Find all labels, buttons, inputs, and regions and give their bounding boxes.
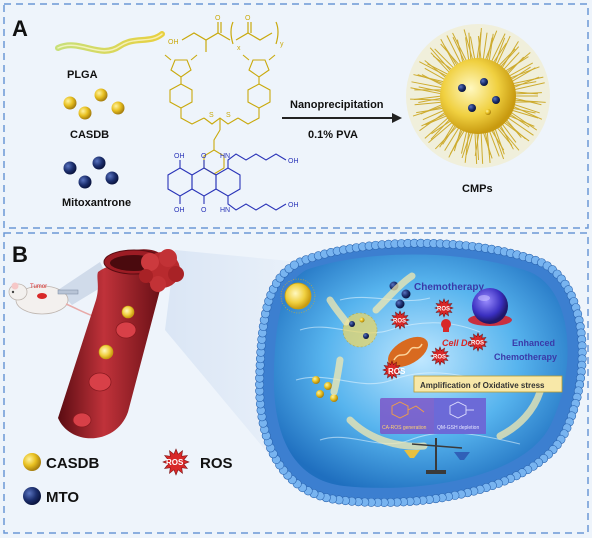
plga-oh-label: OH bbox=[168, 39, 179, 46]
mto-hn1-label: HN bbox=[220, 153, 230, 160]
amplification-label: Amplification of Oxidative stress bbox=[420, 381, 545, 390]
mto-oh2-label: OH bbox=[174, 207, 185, 214]
legend-mto-label: MTO bbox=[46, 489, 79, 506]
mto-o1-label: O bbox=[201, 153, 207, 160]
mto-oh3-label: OH bbox=[288, 158, 299, 165]
material-label-mitoxantrone: Mitoxantrone bbox=[62, 197, 131, 209]
ros-mito-label: ROS bbox=[388, 367, 406, 376]
plga-y-label: y bbox=[280, 41, 284, 48]
panel-b-label: B bbox=[12, 242, 28, 267]
mto-hn2-label: HN bbox=[220, 207, 230, 214]
mto-oh4-label: OH bbox=[288, 202, 299, 209]
process-label-bottom: 0.1% PVA bbox=[308, 129, 358, 141]
legend-mto-icon bbox=[23, 487, 41, 505]
plga-o1-label: O bbox=[215, 15, 221, 22]
product-label-cmps: CMPs bbox=[462, 183, 493, 195]
enhanced-label: Enhanced bbox=[512, 338, 555, 348]
enhanced-chemotherapy-label: Chemotherapy bbox=[494, 352, 557, 362]
panel-a-label: A bbox=[12, 16, 28, 41]
ros-badge-label: ROS bbox=[437, 307, 450, 313]
casdb-s1-label: S bbox=[209, 112, 214, 119]
membrane-bead bbox=[290, 261, 298, 269]
legend-casdb-label: CASDB bbox=[46, 455, 100, 472]
chemotherapy-label: Chemotherapy bbox=[414, 282, 484, 293]
mto-o2-label: O bbox=[201, 207, 207, 214]
mechanism-box: CA-ROS generation QM-GSH depletion bbox=[380, 398, 486, 434]
legend-ros-label: ROS bbox=[200, 455, 233, 472]
ros-badge-label: ROS bbox=[433, 355, 446, 361]
cmp-nanoparticle-icon bbox=[406, 24, 550, 168]
legend-casdb-icon bbox=[23, 453, 41, 471]
material-label-casdb: CASDB bbox=[70, 129, 109, 141]
ros-badge-label: ROS bbox=[393, 319, 406, 325]
qm-gsh-label: QM-GSH depletion bbox=[437, 425, 479, 431]
legend-ros-badge-text: ROS bbox=[166, 458, 184, 467]
mto-oh1-label: OH bbox=[174, 153, 185, 160]
tumor-cell bbox=[255, 239, 586, 507]
tumor-tag: Tumor bbox=[30, 284, 47, 290]
amplification-banner: Amplification of Oxidative stress bbox=[414, 376, 562, 392]
casdb-s2-label: S bbox=[226, 112, 231, 119]
process-label-top: Nanoprecipitation bbox=[290, 99, 384, 111]
material-label-plga: PLGA bbox=[67, 69, 98, 81]
ca-ros-label: CA-ROS generation bbox=[382, 425, 427, 431]
plga-o2-label: O bbox=[245, 15, 251, 22]
plga-x-label: x bbox=[237, 45, 241, 52]
ros-badge-label: ROS bbox=[471, 341, 484, 347]
cmp-dissociating-icon bbox=[343, 313, 377, 347]
